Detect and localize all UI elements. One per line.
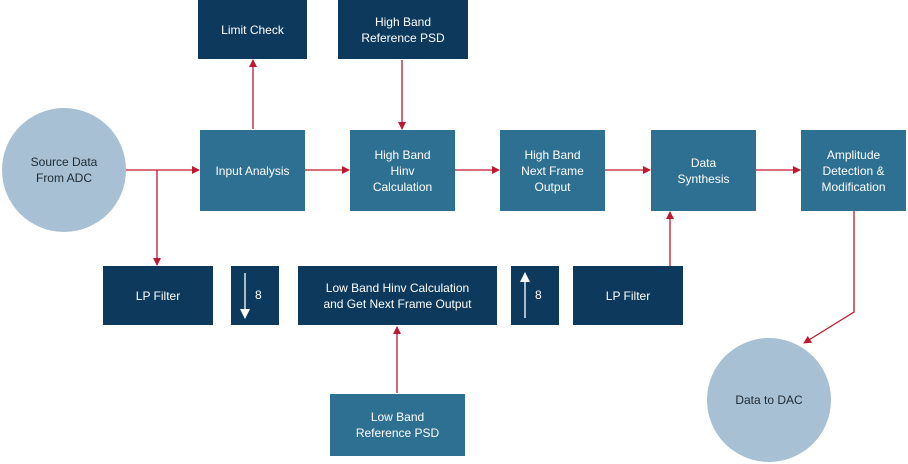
down-arrow-icon [240,273,250,319]
upsample-factor: 8 [535,288,542,302]
low-band-hinv-block: Low Band Hinv Calculation and Get Next F… [298,266,497,325]
data-synthesis-block: Data Synthesis [651,130,756,211]
high-band-hinv-block: High Band Hinv Calculation [350,130,455,211]
input-analysis-block: Input Analysis [200,130,305,211]
downsample-block: 8 [231,266,279,325]
lp-filter-input-block: LP Filter [103,266,213,325]
source-data-node: Source Data From ADC [2,108,126,232]
amplitude-detection-block: Amplitude Detection & Modification [801,130,906,211]
upsample-block: 8 [511,266,559,325]
data-to-dac-node: Data to DAC [707,338,831,462]
low-band-reference-psd-block: Low Band Reference PSD [330,394,465,456]
high-band-reference-psd-block: High Band Reference PSD [338,0,468,59]
edge-amp-dac [803,211,855,344]
lp-filter-output-block: LP Filter [573,266,683,325]
downsample-factor: 8 [255,288,262,302]
high-band-next-frame-block: High Band Next Frame Output [500,130,605,211]
limit-check-block: Limit Check [198,0,307,59]
up-arrow-icon [520,272,530,318]
